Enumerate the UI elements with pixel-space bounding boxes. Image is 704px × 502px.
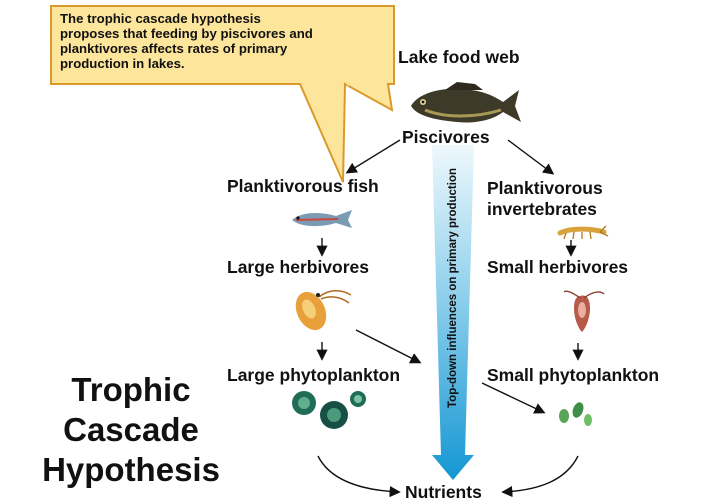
node-nutrients: Nutrients (405, 482, 482, 502)
edge-small-phytoplankton-to-nutrients (504, 456, 578, 492)
edge-large-phytoplankton-to-nutrients (318, 456, 398, 492)
node-small-herbivores: Small herbivores (487, 257, 628, 277)
node-planktivorous-invertebrates: Planktivorous invertebrates (487, 178, 603, 220)
small-phytoplankton-icon (556, 394, 596, 428)
edge-large-phytoplankton-to-small-phytoplankton (482, 383, 543, 412)
invertebrate-larva-icon (556, 222, 612, 244)
edge-large-herbivores-to-small-phytoplankton (356, 330, 419, 362)
edge-piscivores-to-planktivorous-invertebrates (508, 140, 552, 173)
edge-piscivores-to-planktivorous-fish (348, 140, 400, 172)
large-phytoplankton-icon (290, 385, 370, 433)
copepod-icon (562, 288, 606, 336)
diagram-title: Trophic Cascade Hypothesis (0, 370, 262, 490)
daphnia-icon (285, 285, 357, 335)
node-large-herbivores: Large herbivores (227, 257, 369, 277)
node-planktivorous-fish: Planktivorous fish (227, 176, 379, 196)
minnow-icon (290, 208, 356, 230)
node-small-phytoplankton: Small phytoplankton (487, 365, 659, 385)
